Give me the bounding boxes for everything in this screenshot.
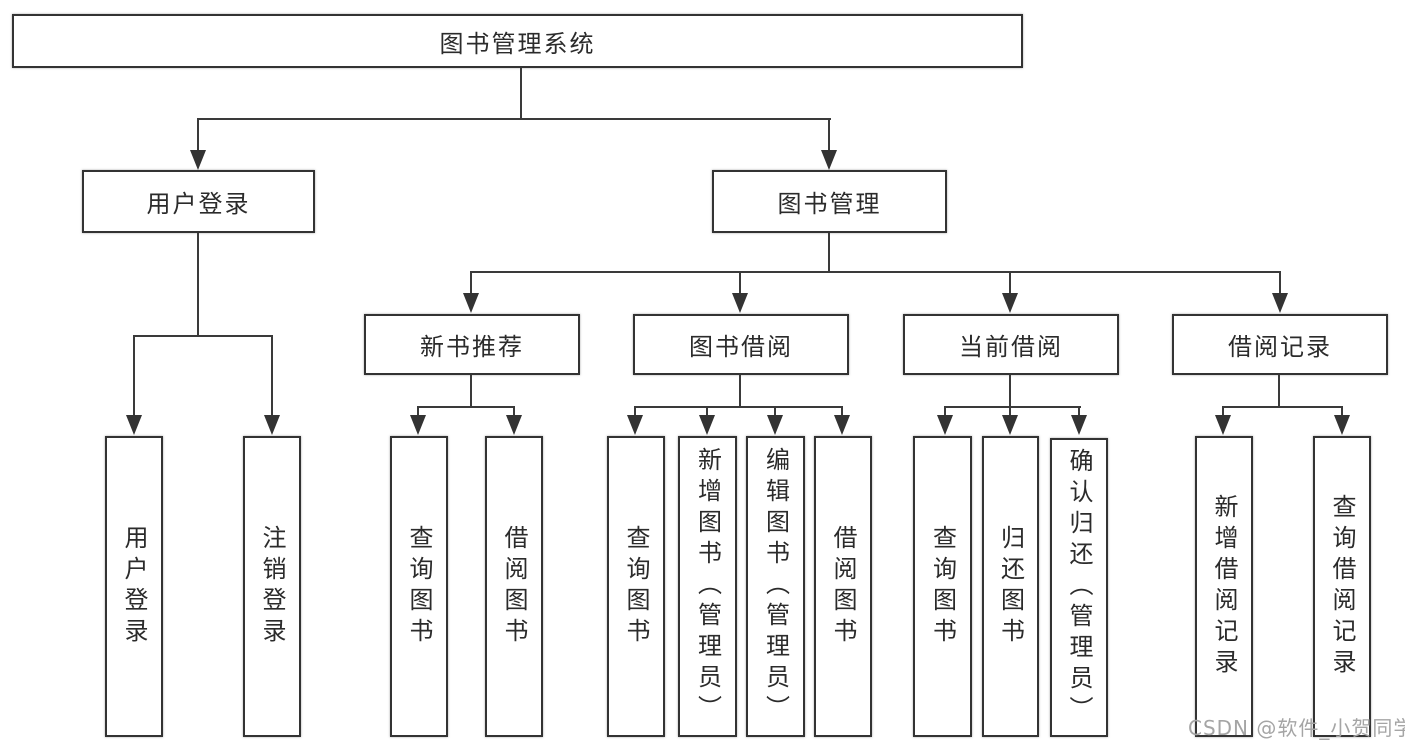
arrowhead xyxy=(767,415,783,435)
connector-line xyxy=(197,118,831,120)
connector-line xyxy=(1222,406,1224,420)
leaf-query-book-recommend: 查询图书 xyxy=(390,436,448,737)
arrowhead xyxy=(627,415,643,435)
arrowhead xyxy=(821,150,837,170)
node-user-login: 用户登录 xyxy=(82,170,315,233)
leaf-label: 归还图书 xyxy=(996,524,1025,649)
arrowhead xyxy=(264,415,280,435)
connector-line xyxy=(774,406,776,420)
leaf-label: 借阅图书 xyxy=(500,524,528,649)
arrowhead xyxy=(410,415,426,435)
connector-line xyxy=(470,375,472,408)
node-borrow-record: 借阅记录 xyxy=(1172,314,1388,375)
connector-line xyxy=(828,118,830,154)
connector-line xyxy=(944,406,946,420)
connector-line xyxy=(1078,406,1080,420)
leaf-label: 借阅图书 xyxy=(829,524,857,649)
leaf-label: 新增借阅记录 xyxy=(1210,493,1238,680)
connector-line xyxy=(417,406,515,408)
connector-line xyxy=(197,233,199,337)
connector-line xyxy=(1009,406,1011,420)
connector-line xyxy=(1278,375,1280,408)
arrowhead xyxy=(1002,293,1018,313)
arrowhead xyxy=(834,415,850,435)
node-current-borrow: 当前借阅 xyxy=(903,314,1119,375)
leaf-query-borrow-record: 查询借阅记录 xyxy=(1313,436,1371,737)
connector-line xyxy=(271,335,273,419)
arrowhead xyxy=(699,415,715,435)
leaf-edit-book-admin: 编辑图书（管理员） xyxy=(746,436,805,737)
connector-line xyxy=(1009,271,1011,297)
leaf-logout: 注销登录 xyxy=(243,436,301,737)
connector-line xyxy=(197,118,199,154)
connector-line xyxy=(944,406,1081,408)
leaf-label: 查询图书 xyxy=(622,524,650,649)
node-new-book-recommend: 新书推荐 xyxy=(364,314,580,375)
node-book-borrow: 图书借阅 xyxy=(633,314,849,375)
connector-line xyxy=(739,271,741,297)
arrowhead xyxy=(1071,415,1087,435)
connector-line xyxy=(1222,406,1343,408)
leaf-label: 用户登录 xyxy=(120,524,148,649)
arrowhead xyxy=(506,415,522,435)
leaf-label: 新增图书（管理员） xyxy=(693,447,722,726)
leaf-label: 编辑图书（管理员） xyxy=(761,447,790,726)
leaf-borrow-book: 借阅图书 xyxy=(814,436,872,737)
leaf-label: 查询借阅记录 xyxy=(1328,493,1356,680)
connector-line xyxy=(841,406,843,420)
csdn-watermark: CSDN @软件_小贺同学 xyxy=(1188,716,1405,740)
leaf-return-book: 归还图书 xyxy=(982,436,1039,737)
leaf-label: 注销登录 xyxy=(258,524,286,649)
leaf-label: 查询图书 xyxy=(928,524,957,649)
connector-line xyxy=(513,406,515,420)
connector-line xyxy=(1341,406,1343,420)
leaf-query-book-borrow: 查询图书 xyxy=(607,436,665,737)
arrowhead xyxy=(1334,415,1350,435)
arrowhead xyxy=(1215,415,1231,435)
connector-line xyxy=(133,335,135,419)
arrowhead xyxy=(463,293,479,313)
arrowhead xyxy=(190,150,206,170)
leaf-add-borrow-record: 新增借阅记录 xyxy=(1195,436,1253,737)
arrowhead xyxy=(126,415,142,435)
leaf-user-login: 用户登录 xyxy=(105,436,163,737)
leaf-borrow-book-recommend: 借阅图书 xyxy=(485,436,543,737)
arrowhead xyxy=(1002,415,1018,435)
connector-line xyxy=(417,406,419,420)
connector-line xyxy=(828,233,830,273)
leaf-add-book-admin: 新增图书（管理员） xyxy=(678,436,737,737)
connector-line xyxy=(739,375,741,408)
arrowhead xyxy=(937,415,953,435)
connector-line xyxy=(1009,375,1011,408)
connector-line xyxy=(520,68,522,120)
connector-line xyxy=(634,406,636,420)
leaf-confirm-return-admin: 确认归还（管理员） xyxy=(1050,438,1108,737)
leaf-label: 确认归还（管理员） xyxy=(1065,448,1093,727)
arrowhead xyxy=(1272,293,1288,313)
leaf-label: 查询图书 xyxy=(405,524,433,649)
connector-line xyxy=(634,406,843,408)
node-root: 图书管理系统 xyxy=(12,14,1023,68)
connector-line xyxy=(133,335,273,337)
arrowhead xyxy=(732,293,748,313)
connector-line xyxy=(470,271,1281,273)
connector-line xyxy=(470,271,472,297)
leaf-query-book-current: 查询图书 xyxy=(913,436,972,737)
connector-line xyxy=(1279,271,1281,297)
connector-line xyxy=(706,406,708,420)
node-book-management: 图书管理 xyxy=(712,170,947,233)
